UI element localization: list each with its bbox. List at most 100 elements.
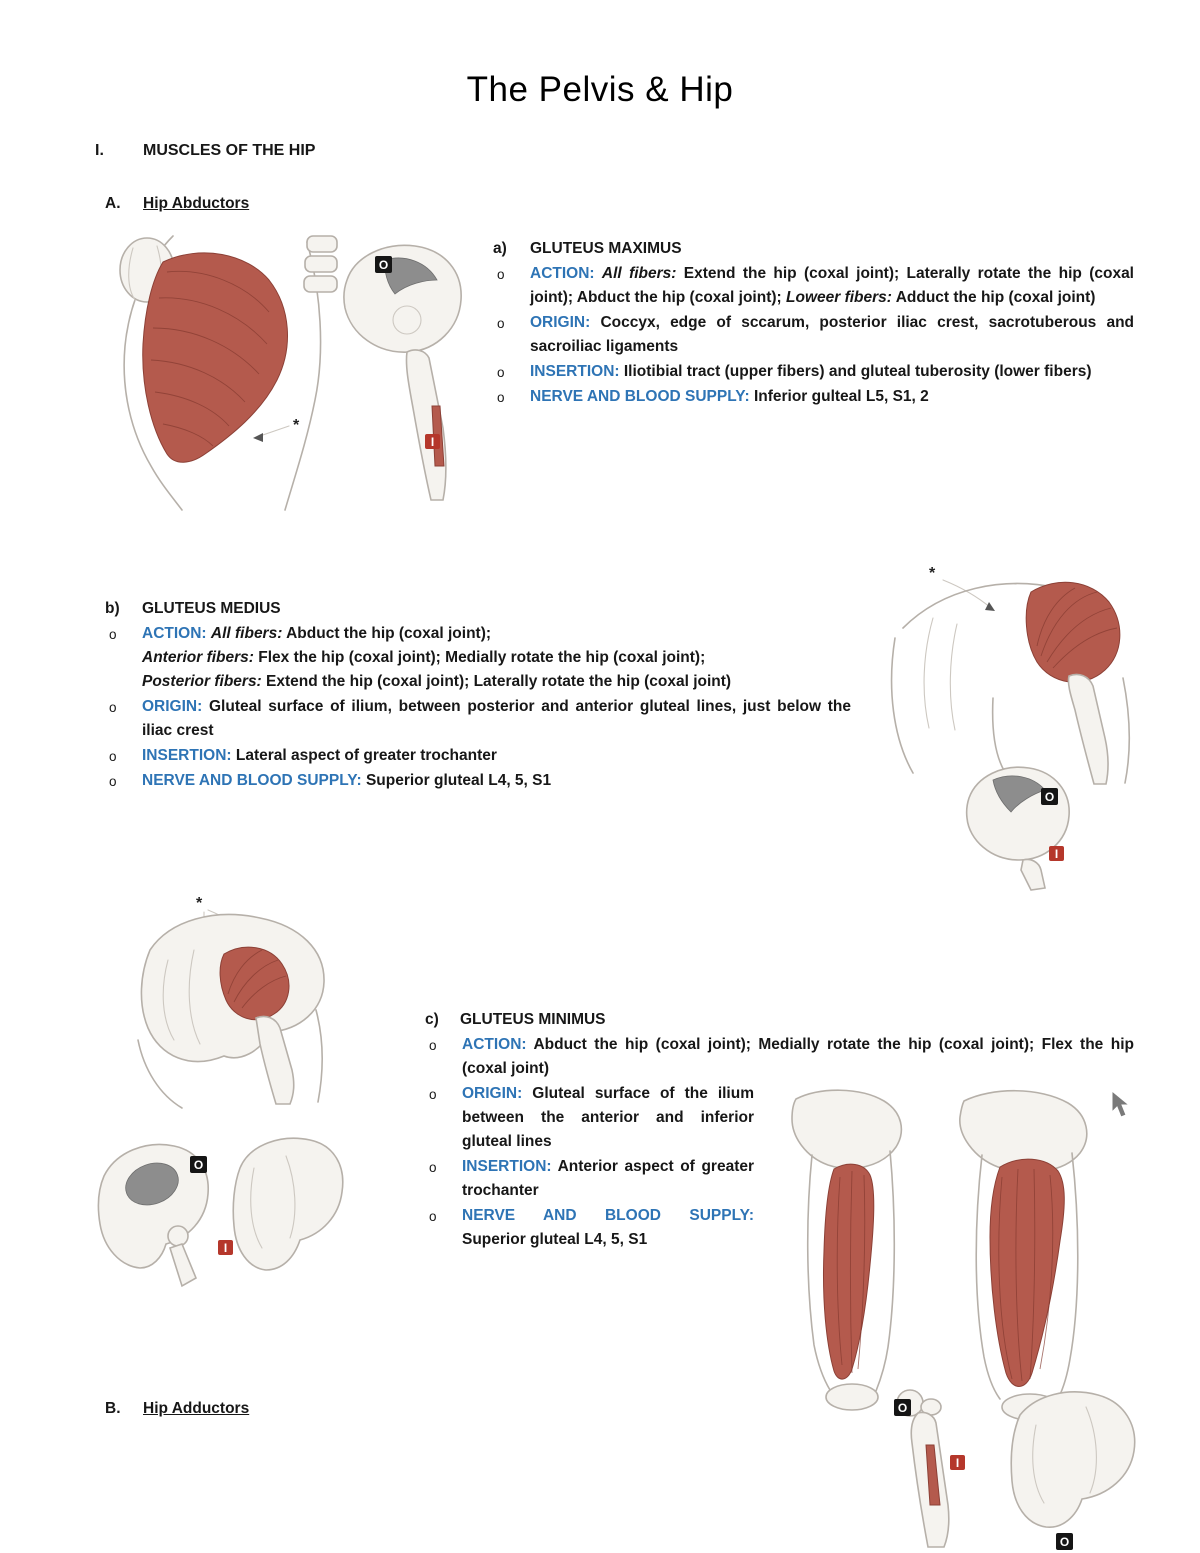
action-line-1: ACTION: All fibers: Abduct the hip (coxa… <box>142 622 851 646</box>
insertion-text: Anterior aspect of greater trochanter <box>462 1158 755 1199</box>
nerve-item: o NERVE AND BLOOD SUPPLY: Superior glute… <box>105 769 851 793</box>
action-italic-1: All fibers: <box>601 265 677 282</box>
origin-item: o ORIGIN: Gluteal surface of the ilium b… <box>425 1082 754 1154</box>
insertion-text: Lateral aspect of greater trochanter <box>235 747 497 764</box>
svg-text:I: I <box>956 1456 959 1470</box>
svg-text:O: O <box>194 1158 203 1172</box>
action-label: ACTION: <box>530 265 595 282</box>
subsection-title: Hip Abductors <box>143 195 250 212</box>
subsection-heading-hip-adductors: B. Hip Adductors <box>105 1400 249 1418</box>
muscle-letter: b) <box>105 600 120 617</box>
nerve-text: Superior gluteal L4, 5, S1 <box>365 772 552 789</box>
hip-adductors-illustration: O I O <box>791 1089 1136 1550</box>
page-title: The Pelvis & Hip <box>466 70 734 109</box>
mouse-cursor-icon <box>1111 1089 1131 1118</box>
origin-text: Coccyx, edge of sccarum, posterior iliac… <box>530 314 1134 355</box>
muscle-section-gluteus-minimus: c) GLUTEUS MINIMUS o ACTION: Abduct the … <box>425 1008 1134 1252</box>
action-italic-3: Posterior fibers: <box>142 673 262 690</box>
gluteus-maximus-illustration: * O I <box>119 235 462 511</box>
bullet-marker: o <box>109 774 117 789</box>
muscle-section-gluteus-maximus: a) GLUTEUS MAXIMUS o ACTION: All fibers:… <box>493 237 1134 409</box>
svg-text:I: I <box>1055 847 1058 861</box>
action-label: ACTION: <box>142 625 207 642</box>
bullet-marker: o <box>497 365 505 380</box>
svg-text:I: I <box>431 435 434 449</box>
insertion-text: Iliotibial tract (upper fibers) and glut… <box>623 363 1092 380</box>
svg-text:O: O <box>379 258 388 272</box>
svg-text:O: O <box>898 1401 907 1415</box>
nerve-item: o NERVE AND BLOOD SUPPLY: Superior glute… <box>425 1204 754 1252</box>
action-italic-2: Anterior fibers: <box>142 649 254 666</box>
bullet-marker: o <box>429 1209 437 1224</box>
section-number: I. <box>95 142 104 159</box>
subsection-title: Hip Adductors <box>143 1400 250 1417</box>
action-item: o ACTION: All fibers: Abduct the hip (co… <box>105 622 851 694</box>
muscle-section-gluteus-medius: b) GLUTEUS MEDIUS o ACTION: All fibers: … <box>105 597 851 793</box>
bullet-marker: o <box>109 700 117 715</box>
nerve-text: Inferior gulteal L5, S1, 2 <box>753 388 929 405</box>
origin-marker: O <box>1041 788 1058 805</box>
insertion-marker: I <box>218 1240 233 1255</box>
asterisk-label: * <box>929 565 936 582</box>
subsection-heading-hip-abductors: A. Hip Abductors <box>105 195 249 213</box>
asterisk-label: * <box>196 895 203 912</box>
muscle-name: GLUTEUS MINIMUS <box>460 1011 606 1028</box>
insertion-marker: I <box>950 1455 965 1470</box>
origin-item: o ORIGIN: Gluteal surface of ilium, betw… <box>105 695 851 743</box>
nerve-label-line: NERVE AND BLOOD SUPPLY: <box>462 1204 754 1228</box>
bullet-marker: o <box>429 1087 437 1102</box>
insertion-item: o INSERTION: Lateral aspect of greater t… <box>105 744 851 768</box>
insertion-marker: I <box>425 434 440 449</box>
nerve-label: NERVE AND BLOOD SUPPLY: <box>142 772 362 789</box>
origin-marker: O <box>894 1399 911 1416</box>
action-line-3: Posterior fibers: Extend the hip (coxal … <box>142 670 851 694</box>
gluteus-minimus-bone-illustration: O I <box>97 1137 344 1288</box>
bullet-marker: o <box>497 267 505 282</box>
insertion-label: INSERTION: <box>462 1158 552 1175</box>
nerve-label: NERVE AND BLOOD SUPPLY: <box>462 1207 754 1224</box>
insertion-item: o INSERTION: Anterior aspect of greater … <box>425 1155 754 1203</box>
origin-text: Gluteal surface of ilium, between poster… <box>142 698 852 739</box>
bullet-marker: o <box>109 627 117 642</box>
nerve-text: Superior gluteal L4, 5, S1 <box>462 1231 648 1248</box>
muscle-heading: b) GLUTEUS MEDIUS <box>105 597 851 621</box>
muscle-letter: a) <box>493 240 507 257</box>
origin-label: ORIGIN: <box>462 1085 523 1102</box>
section-title: MUSCLES OF THE HIP <box>143 142 316 159</box>
origin-item: o ORIGIN: Coccyx, edge of sccarum, poste… <box>493 311 1134 359</box>
insertion-label: INSERTION: <box>530 363 620 380</box>
gluteus-medius-illustration: * O I <box>890 565 1131 891</box>
muscle-name: GLUTEUS MEDIUS <box>142 600 281 617</box>
bullet-marker: o <box>109 749 117 764</box>
action-text-1: Abduct the hip (coxal joint); <box>286 625 492 642</box>
nerve-item: o NERVE AND BLOOD SUPPLY: Inferior gulte… <box>493 385 1134 409</box>
svg-text:O: O <box>1045 790 1054 804</box>
origin-marker: O <box>375 256 392 273</box>
bullet-marker: o <box>429 1160 437 1175</box>
bullet-marker: o <box>497 390 505 405</box>
origin-marker: O <box>1056 1533 1073 1550</box>
origin-marker: O <box>190 1156 207 1173</box>
action-text-3: Extend the hip (coxal joint); Laterally … <box>266 673 732 690</box>
subsection-letter: A. <box>105 195 121 212</box>
section-heading-muscles-of-the-hip: I. MUSCLES OF THE HIP <box>95 142 315 160</box>
origin-label: ORIGIN: <box>142 698 203 715</box>
action-item: o ACTION: Abduct the hip (coxal joint); … <box>425 1033 1134 1081</box>
action-text-2: Flex the hip (coxal joint); Medially rot… <box>258 649 706 666</box>
muscle-letter: c) <box>425 1011 439 1028</box>
nerve-label: NERVE AND BLOOD SUPPLY: <box>530 388 750 405</box>
nerve-text-line: Superior gluteal L4, 5, S1 <box>462 1228 754 1252</box>
svg-text:I: I <box>224 1241 227 1255</box>
action-italic-1: All fibers: <box>210 625 283 642</box>
muscle-heading: c) GLUTEUS MINIMUS <box>425 1008 1134 1032</box>
gluteus-minimus-illustration: * <box>137 895 325 1109</box>
asterisk-label: * <box>293 417 300 434</box>
insertion-marker: I <box>1049 846 1064 861</box>
action-line-2: Anterior fibers: Flex the hip (coxal joi… <box>142 646 851 670</box>
action-item: o ACTION: All fibers: Extend the hip (co… <box>493 262 1134 310</box>
action-italic-2: Loweer fibers: <box>786 289 892 306</box>
bullet-marker: o <box>497 316 505 331</box>
origin-text: Gluteal surface of the ilium between the… <box>462 1085 754 1150</box>
action-text: Abduct the hip (coxal joint); Medially r… <box>462 1036 1134 1077</box>
